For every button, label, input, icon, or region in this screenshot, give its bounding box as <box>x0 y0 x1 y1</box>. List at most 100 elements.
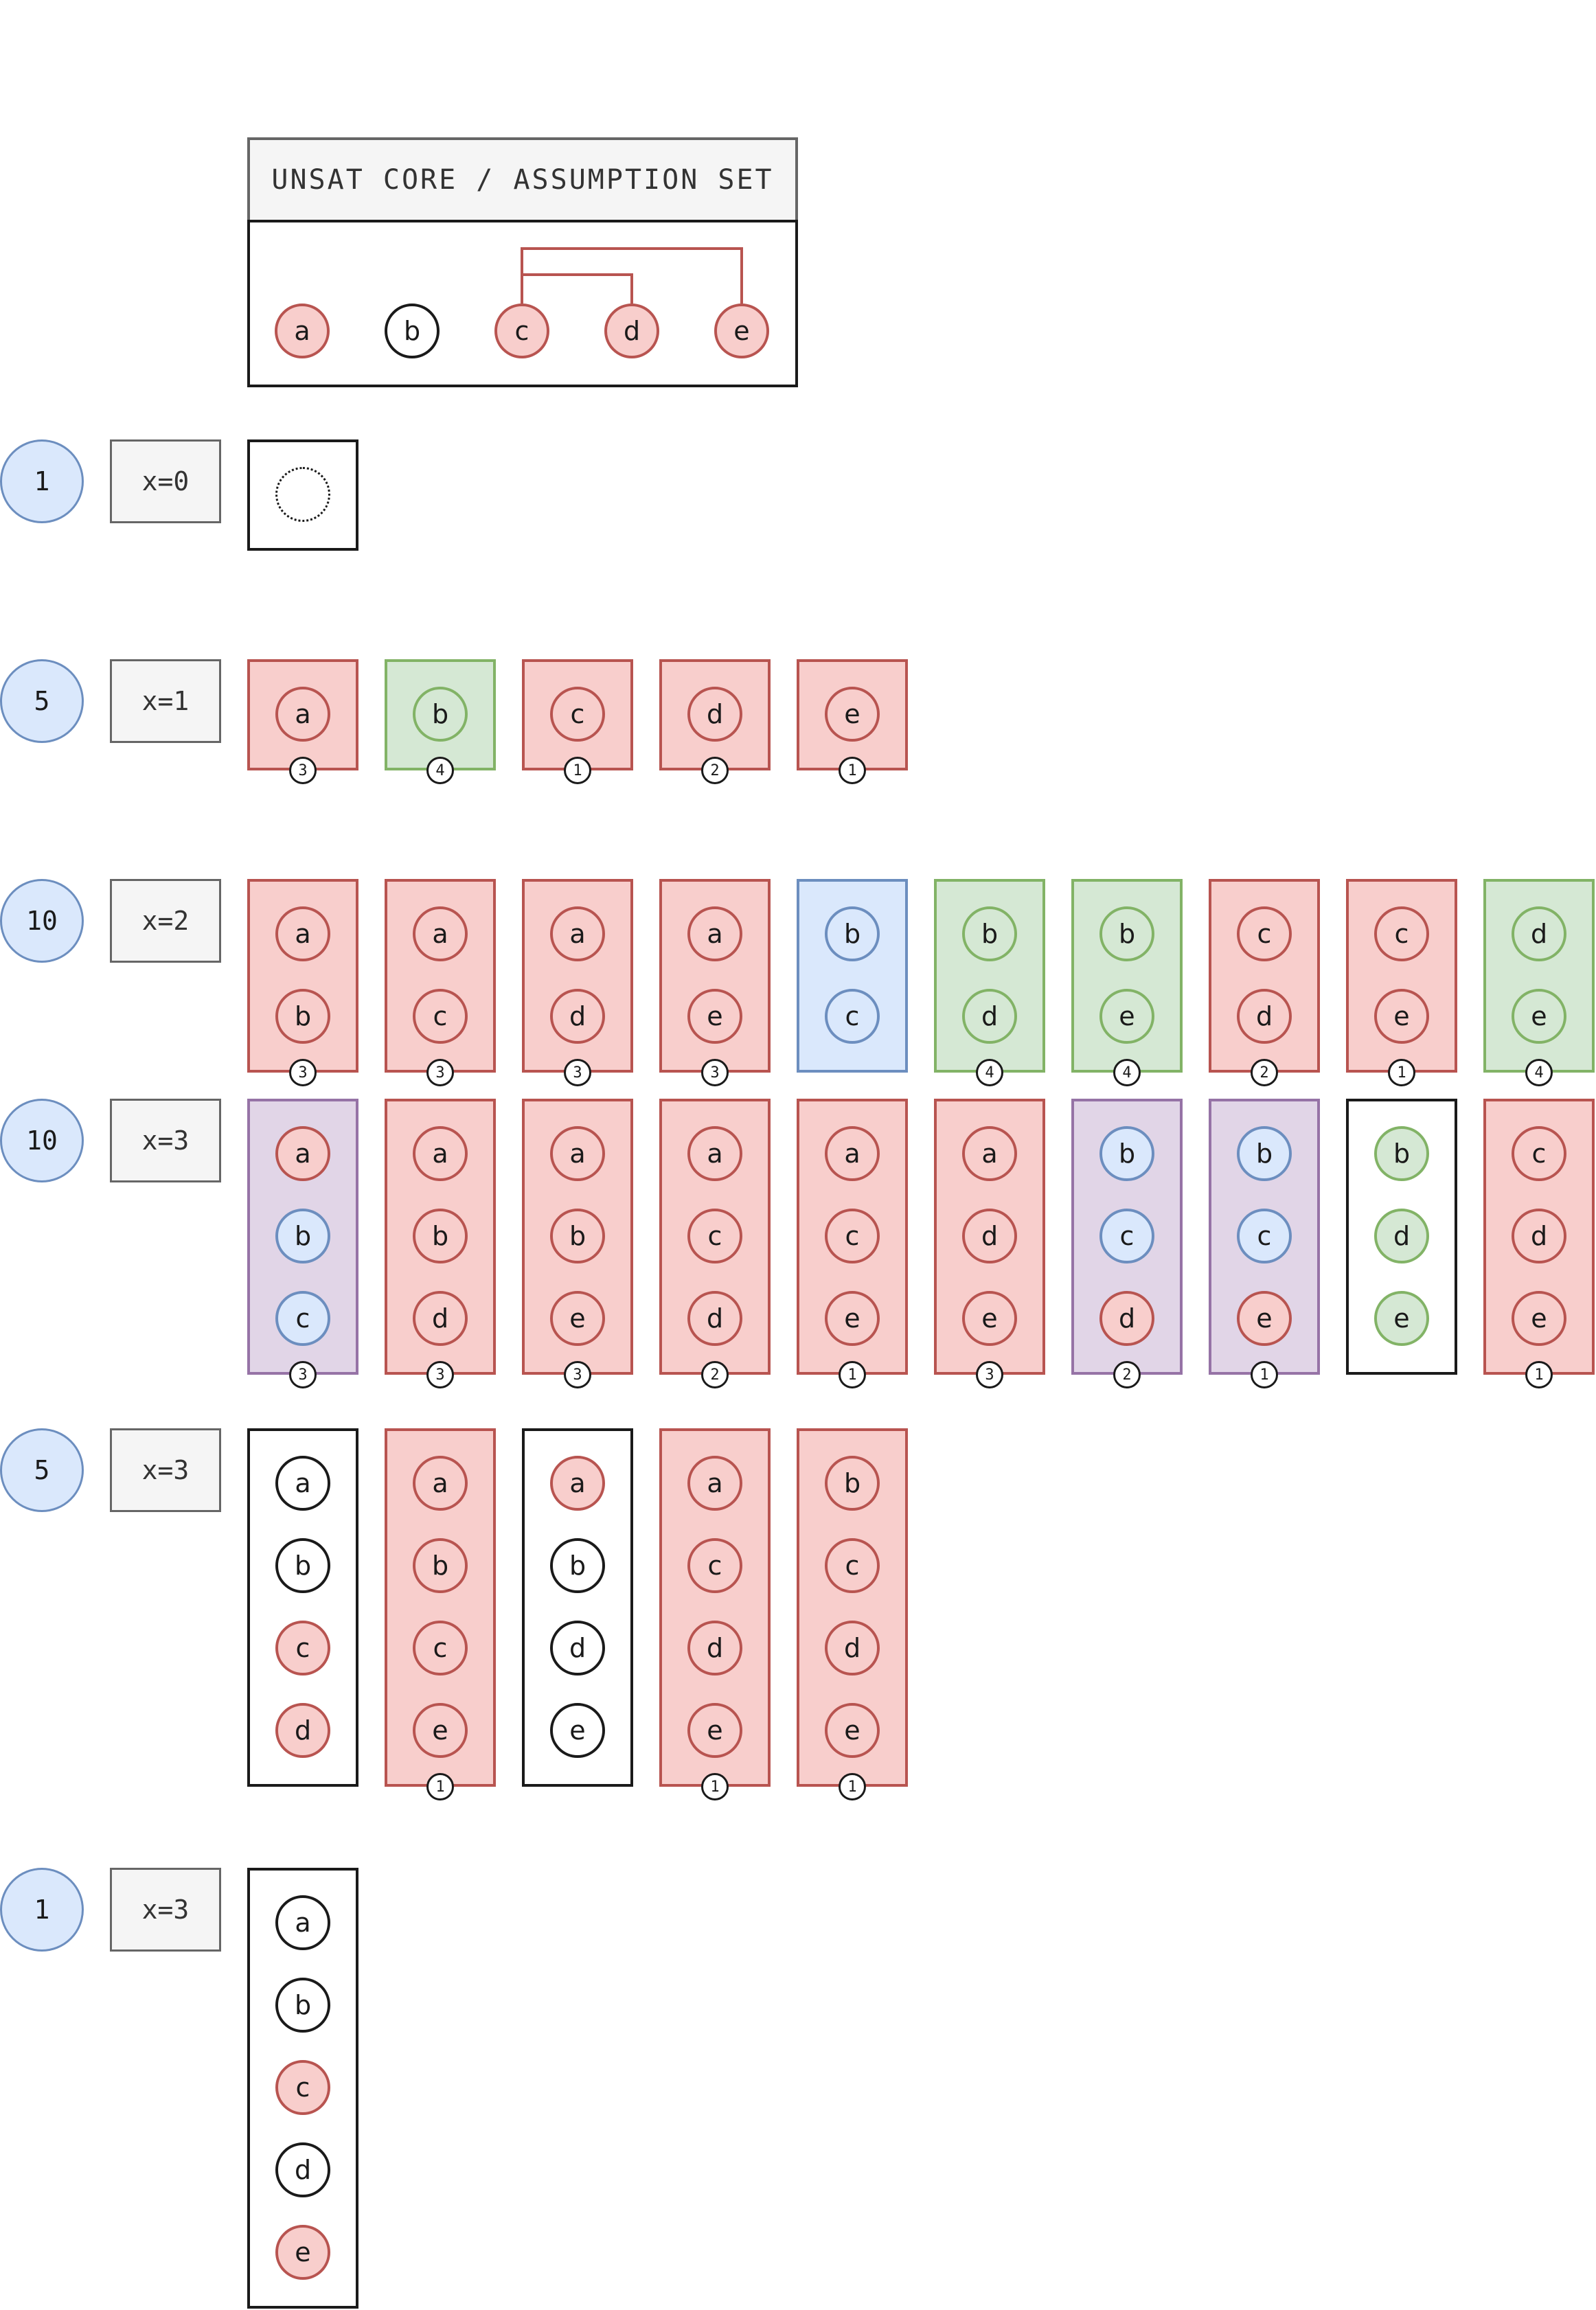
set-node-b: b <box>275 1538 330 1593</box>
set-node-a: a <box>413 1456 468 1511</box>
set-node-c: c <box>1512 1126 1566 1181</box>
set-badge: 1 <box>839 1773 866 1800</box>
row-count: 10 <box>0 1099 84 1182</box>
set-node-c: c <box>1374 906 1429 961</box>
set-node-e: e <box>1374 1291 1429 1346</box>
set-node-c: c <box>413 1621 468 1676</box>
set-badge: 3 <box>976 1361 1003 1388</box>
set-badge: 1 <box>564 757 591 784</box>
header-node-b: b <box>385 304 440 358</box>
set-node-b: b <box>1237 1126 1292 1181</box>
set-badge: 3 <box>426 1361 454 1388</box>
set-node-c: c <box>413 989 468 1044</box>
set-node-a: a <box>275 1895 330 1950</box>
set-node-a: a <box>275 1456 330 1511</box>
set-node-e: e <box>1512 1291 1566 1346</box>
header-node-c: c <box>494 304 549 358</box>
row-count: 1 <box>0 1868 84 1952</box>
set-badge: 1 <box>1388 1059 1415 1086</box>
set-node-b: b <box>275 1209 330 1263</box>
set-node-a: a <box>550 906 605 961</box>
set-node-b: b <box>825 906 880 961</box>
row-label: x=3 <box>110 1428 221 1512</box>
set-badge: 3 <box>426 1059 454 1086</box>
set-node-d: d <box>550 989 605 1044</box>
set-node-d: d <box>1512 1209 1566 1263</box>
row-label: x=2 <box>110 879 221 963</box>
set-node-b: b <box>275 989 330 1044</box>
set-node-a: a <box>825 1126 880 1181</box>
set-node-b: b <box>413 1538 468 1593</box>
set-badge: 3 <box>289 757 317 784</box>
set-node-e: e <box>275 2225 330 2280</box>
set-node-e: e <box>550 1291 605 1346</box>
set-node-b: b <box>962 906 1017 961</box>
set-node-d: d <box>550 1621 605 1676</box>
header-node-a: a <box>275 304 330 358</box>
set-node-c: c <box>1099 1209 1154 1263</box>
set-node-c: c <box>687 1209 742 1263</box>
row-count: 1 <box>0 439 84 523</box>
set-badge: 4 <box>976 1059 1003 1086</box>
set-badge: 1 <box>1251 1361 1278 1388</box>
set-node-e: e <box>1237 1291 1292 1346</box>
set-node-e: e <box>687 1703 742 1758</box>
set-node-e: e <box>962 1291 1017 1346</box>
empty-set-node <box>275 467 330 522</box>
set-node-a: a <box>962 1126 1017 1181</box>
set-node-b: b <box>550 1538 605 1593</box>
set-box <box>247 439 358 551</box>
set-node-a: a <box>687 1126 742 1181</box>
set-node-e: e <box>550 1703 605 1758</box>
set-node-d: d <box>413 1291 468 1346</box>
set-node-d: d <box>962 989 1017 1044</box>
set-node-c: c <box>825 1538 880 1593</box>
set-badge: 1 <box>701 1773 729 1800</box>
set-node-b: b <box>413 687 468 742</box>
set-node-d: d <box>1512 906 1566 961</box>
set-node-d: d <box>275 1703 330 1758</box>
set-node-e: e <box>687 989 742 1044</box>
set-node-d: d <box>962 1209 1017 1263</box>
header-title: UNSAT CORE / ASSUMPTION SET <box>247 137 798 222</box>
set-node-a: a <box>550 1456 605 1511</box>
set-node-a: a <box>413 1126 468 1181</box>
set-badge: 4 <box>1525 1059 1553 1086</box>
set-node-e: e <box>825 687 880 742</box>
set-node-d: d <box>687 1291 742 1346</box>
set-badge: 4 <box>426 757 454 784</box>
row-count: 10 <box>0 879 84 963</box>
row-count: 5 <box>0 659 84 743</box>
set-node-d: d <box>1374 1209 1429 1263</box>
set-node-d: d <box>825 1621 880 1676</box>
set-node-c: c <box>825 1209 880 1263</box>
set-node-a: a <box>275 1126 330 1181</box>
set-badge: 1 <box>426 1773 454 1800</box>
set-badge: 3 <box>701 1059 729 1086</box>
set-badge: 1 <box>1525 1361 1553 1388</box>
set-node-c: c <box>275 2060 330 2115</box>
set-node-e: e <box>1512 989 1566 1044</box>
set-node-a: a <box>413 906 468 961</box>
row-count: 5 <box>0 1428 84 1512</box>
set-badge: 2 <box>701 757 729 784</box>
set-node-c: c <box>1237 1209 1292 1263</box>
header-node-d: d <box>604 304 659 358</box>
set-node-a: a <box>687 906 742 961</box>
set-node-a: a <box>687 1456 742 1511</box>
header-node-e: e <box>714 304 769 358</box>
set-node-c: c <box>550 687 605 742</box>
set-node-d: d <box>687 687 742 742</box>
row-label: x=0 <box>110 439 221 523</box>
row-label: x=1 <box>110 659 221 743</box>
set-node-b: b <box>413 1209 468 1263</box>
set-node-a: a <box>550 1126 605 1181</box>
set-badge: 1 <box>839 1361 866 1388</box>
set-node-b: b <box>550 1209 605 1263</box>
set-badge: 2 <box>1251 1059 1278 1086</box>
set-node-c: c <box>687 1538 742 1593</box>
set-node-e: e <box>825 1291 880 1346</box>
set-node-d: d <box>687 1621 742 1676</box>
set-node-c: c <box>275 1621 330 1676</box>
